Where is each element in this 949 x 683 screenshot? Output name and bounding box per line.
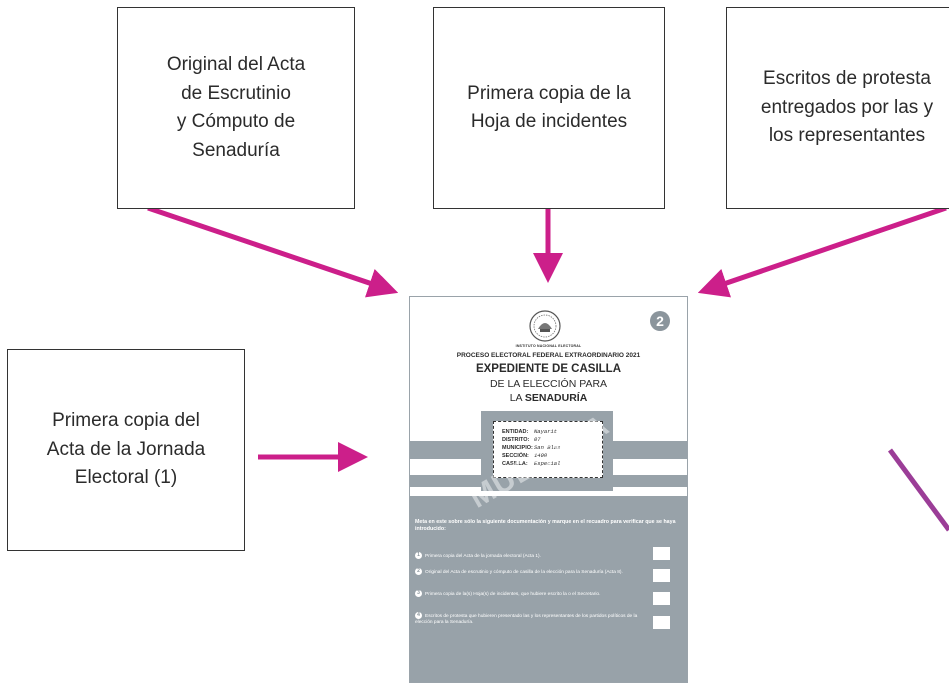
item-number: 3 [415,590,422,597]
box-hoja-incidentes: Primera copia de la Hoja de incidentes [433,7,665,209]
field-row: SECCIÓN: 1400 [502,452,602,460]
envelope-subtitle: DE LA ELECCIÓN PARA [489,378,608,390]
field-key: MUNICIPIO: [502,445,533,451]
box-escritos-protesta: Escritos de protesta entregados por las … [726,7,949,209]
subtitle-bold: SENADURÍA [524,392,588,404]
arrow-escritos-protesta [697,205,947,298]
arrow-partial-purple [887,448,949,532]
item-number: 2 [415,568,422,575]
subtitle-prefix: LA [509,392,525,404]
institute-name: INSTITUTO NACIONAL ELECTORAL [515,344,582,348]
checkbox[interactable] [653,547,670,560]
item-text: Primera copia del Acta de la jornada ele… [425,553,541,559]
field-value: San Blas [534,444,561,451]
field-value: Nayarit [534,428,558,435]
arrow-acta-escrutinio [147,205,399,298]
envelope-bottom-panel [410,496,687,682]
field-value: 07 [534,436,541,443]
instructions-text: Meta en este sobre sólo la siguiente doc… [415,519,676,532]
field-value: Especial [534,460,561,467]
field-key: CASILLA: [502,461,528,467]
item-text: Primera copia de la(s) Hoja(s) de incide… [425,591,601,597]
field-key: DISTRITO: [502,437,530,443]
checkbox[interactable] [653,616,670,629]
box-acta-jornada-label: Primera copia del Acta de la Jornada Ele… [46,410,206,489]
box-acta-escrutinio-label: Original del Acta de Escrutinio y Cómput… [166,54,306,161]
field-row: CASILLA: Especial [502,460,602,468]
field-value: 1400 [534,452,548,459]
field-row: ENTIDAD: Nayarit [502,428,602,436]
envelope-number-badge: 2 [650,311,670,331]
box-escritos-protesta-label: Escritos de protesta entregados por las … [760,68,934,147]
item-number: 1 [415,552,422,559]
envelope-subtitle-2: LA SENADURÍA [410,392,687,404]
box-acta-escrutinio: Original del Acta de Escrutinio y Cómput… [117,7,355,209]
field-row: DISTRITO: 07 [502,436,602,444]
item-text: Original del Acta de escrutinio y cómput… [425,569,623,575]
checkbox[interactable] [653,592,670,605]
seal-icon [529,310,561,342]
field-key: SECCIÓN: [502,453,529,459]
casilla-label: ENTIDAD: Nayarit DISTRITO: 07 MUNICIPIO:Sa… [493,421,603,478]
field-row: MUNICIPIO:San Blas [502,444,602,452]
item-number: 4 [415,612,422,619]
item-text: Escritos de protesta que hubieren presen… [415,613,638,625]
box-acta-jornada: Primera copia del Acta de la Jornada Ele… [7,349,245,551]
envelope-expediente: 2 INSTITUTO NACIONAL ELECTORAL PROCESO E… [409,296,688,683]
box-hoja-incidentes-label: Primera copia de la Hoja de incidentes [467,82,631,133]
field-key: ENTIDAD: [502,429,529,435]
process-name: PROCESO ELECTORAL FEDERAL EXTRAORDINARIO… [456,352,641,359]
checkbox[interactable] [653,569,670,582]
envelope-title: EXPEDIENTE DE CASILLA [475,363,622,375]
